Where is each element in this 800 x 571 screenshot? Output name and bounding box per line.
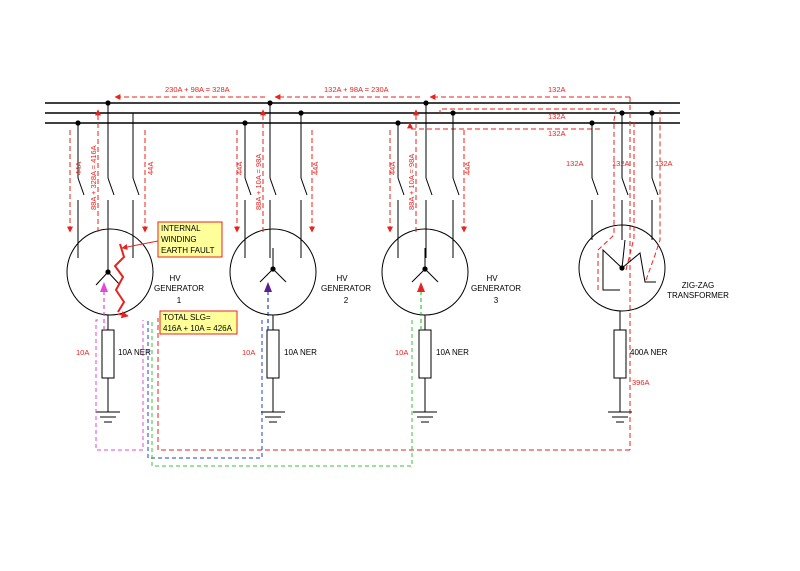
gen2-ner-label: 10A NER <box>284 348 317 357</box>
gen2-right-current: 44A <box>311 162 320 175</box>
gen3-name-3: 3 <box>494 296 499 305</box>
generator-2: 44A 88A + 10A = 98A 44A HV GENERATOR 2 1… <box>147 100 371 459</box>
slg-note: TOTAL SLG= 416A + 10A = 426A <box>159 310 238 335</box>
zz-ner-label: 400A NER <box>630 348 668 357</box>
svg-text:WINDING: WINDING <box>161 235 197 244</box>
gen3-ner-label: 10A NER <box>436 348 469 357</box>
gen2-name-3: 2 <box>344 296 349 305</box>
gen2-name-1: HV <box>336 274 348 283</box>
zigzag-circle <box>578 224 666 312</box>
gen3-name-2: GENERATOR <box>471 284 521 293</box>
gen1-mid-current: 88A + 328A = 416A <box>89 145 98 210</box>
generator-3: 44A 88A + 10A = 98A 44A HV GENERATOR 3 1… <box>151 100 521 467</box>
gen3-earth-current: 10A <box>395 348 408 357</box>
svg-text:EARTH FAULT: EARTH FAULT <box>161 246 215 255</box>
bus-label-zz-in1: 132A <box>548 112 566 121</box>
gen3-name-1: HV <box>486 274 498 283</box>
gen2-left-current: 44A <box>235 162 244 175</box>
gen2-mid-current: 88A + 10A = 98A <box>254 154 263 210</box>
generator-1: 44A 88A + 328A = 416A 44A HV GENERATOR 1… <box>66 100 630 451</box>
generator-3-circle <box>381 228 469 316</box>
fault-current-path <box>113 243 126 313</box>
gen3-right-current: 44A <box>463 162 472 175</box>
zz-name-1: ZIG-ZAG <box>682 281 714 290</box>
zz-earth-current: 396A <box>632 378 650 387</box>
generator-2-circle <box>229 228 317 316</box>
svg-text:416A + 10A = 426A: 416A + 10A = 426A <box>163 324 233 333</box>
gen1-name-1: HV <box>169 274 181 283</box>
gen1-name-2: GENERATOR <box>154 284 204 293</box>
gen1-left-current: 44A <box>74 162 83 175</box>
gen3-left-current: 44A <box>388 162 397 175</box>
gen1-earth-current: 10A <box>76 348 89 357</box>
zz-name-2: TRANSFORMER <box>667 291 729 300</box>
busbar-group <box>45 102 680 124</box>
gen1-name-3: 1 <box>177 296 182 305</box>
gen2-earth-current: 10A <box>242 348 255 357</box>
svg-text:INTERNAL: INTERNAL <box>161 224 201 233</box>
generator-1-circle <box>66 228 154 316</box>
bus-label-seg1: 230A + 98A = 328A <box>165 85 230 94</box>
gen1-ner-label: 10A NER <box>118 348 151 357</box>
zz-phase1-current: 132A <box>566 159 584 168</box>
fault-note: INTERNAL WINDING EARTH FAULT <box>157 221 223 258</box>
zz-phase2-current: 132A <box>612 159 630 168</box>
gen1-right-current: 44A <box>146 162 155 175</box>
bus-label-seg2: 132A + 98A = 230A <box>324 85 389 94</box>
svg-text:TOTAL SLG=: TOTAL SLG= <box>163 313 211 322</box>
gen2-name-2: GENERATOR <box>321 284 371 293</box>
bus-current-arrows <box>114 94 631 450</box>
bus-label-seg3: 132A <box>548 85 566 94</box>
zigzag-transformer: 132A 132A 132A ZIG-ZAG TRANSFORMER 400A … <box>566 109 729 423</box>
gen3-mid-current: 88A + 10A = 98A <box>407 154 416 210</box>
zz-phase3-current: 132A <box>655 159 673 168</box>
bus-label-zz-in2: 132A <box>548 129 566 138</box>
